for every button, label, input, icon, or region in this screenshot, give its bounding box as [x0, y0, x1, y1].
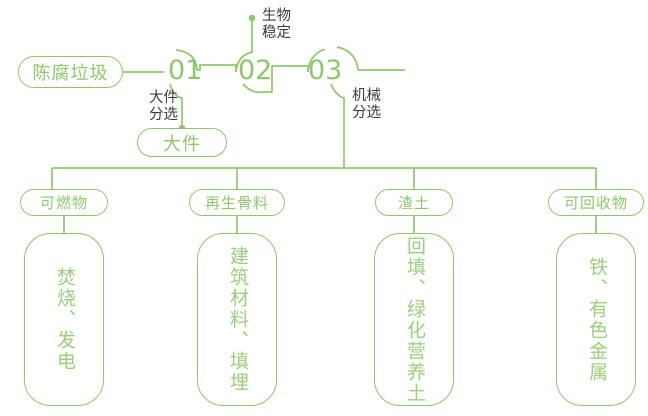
source-pill-label: 陈腐垃圾 — [32, 63, 109, 83]
caption-stage3: 机械 分选 — [352, 88, 381, 122]
caption-stage2-line2: 稳定 — [262, 25, 291, 41]
line-stage1-to-stage2 — [197, 64, 237, 72]
branch-pill-bulky-label: 大件 — [163, 133, 201, 154]
category-pill-1[interactable]: 可燃物 — [20, 189, 108, 216]
outcome-box-2[interactable]: 建筑材料、填埋 — [197, 233, 277, 406]
arc-stage2-bottom — [242, 83, 264, 94]
caption-stage2: 生物 稳定 — [262, 8, 291, 42]
outcome-box-4[interactable]: 铁、有色金属 — [556, 233, 636, 406]
category-pill-2-label: 再生骨料 — [204, 195, 269, 212]
category-pill-4-label: 可回收物 — [563, 195, 628, 212]
category-pill-1-label: 可燃物 — [39, 195, 88, 212]
arc-stage3-top-right — [336, 46, 359, 71]
branch-pill-bulky[interactable]: 大件 — [137, 128, 227, 157]
caption-stage1-line1: 大件 — [149, 90, 178, 106]
stage-number-01[interactable]: 01 — [168, 55, 203, 86]
outcome-box-4-text: 铁、有色金属 — [586, 256, 607, 383]
caption-stage1: 大件 分选 — [133, 90, 178, 124]
category-pill-3-label: 渣土 — [397, 195, 430, 212]
stage-number-02[interactable]: 02 — [238, 55, 273, 86]
outcome-box-3[interactable]: 回填、绿化营养土 — [374, 233, 454, 406]
arc-stage1-top — [175, 49, 198, 71]
outcome-box-1-text: 焚烧、发电 — [54, 267, 75, 372]
caption-stage1-line2: 分选 — [149, 107, 178, 123]
outcome-box-3-text: 回填、绿化营养土 — [404, 235, 425, 404]
outcome-box-1[interactable]: 焚烧、发电 — [24, 233, 104, 406]
arc-stage3-top-left — [307, 48, 326, 73]
caption-stage3-line2: 分选 — [352, 105, 381, 121]
line-stage3-to-bus — [330, 83, 345, 168]
category-pill-3[interactable]: 渣土 — [375, 189, 453, 216]
endpoint-dot-biostable — [248, 14, 256, 22]
caption-stage2-line1: 生物 — [262, 8, 291, 24]
arc-stage1-bottom-stem — [169, 83, 183, 128]
category-pill-2[interactable]: 再生骨料 — [189, 189, 285, 216]
outcome-box-2-text: 建筑材料、填埋 — [227, 246, 248, 393]
caption-stage3-line1: 机械 — [352, 88, 381, 104]
arc-stage2-top-stem — [235, 18, 253, 73]
stage-number-03[interactable]: 03 — [308, 55, 343, 86]
category-pill-4[interactable]: 可回收物 — [548, 189, 644, 216]
source-pill[interactable]: 陈腐垃圾 — [18, 56, 123, 88]
